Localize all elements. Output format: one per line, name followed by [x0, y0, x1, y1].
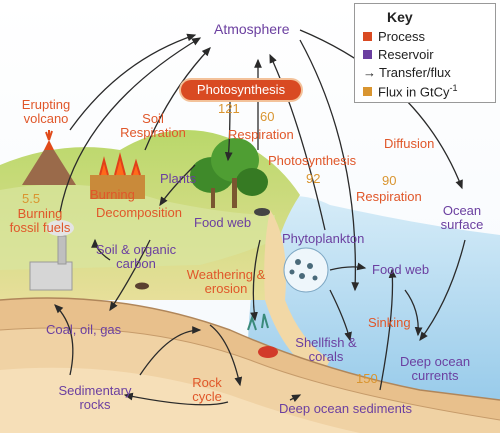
deep-ocean-sediments-label: Deep ocean sediments [279, 401, 412, 416]
key-item-label: Process [378, 29, 425, 44]
atmosphere-label: Atmosphere [214, 21, 290, 37]
soil-carbon-label: Soil & organic carbon [95, 242, 177, 272]
decomposition-label: Decomposition [96, 205, 182, 220]
key-legend: Key Process Reservoir →Transfer/flux Flu… [354, 3, 496, 103]
respiration-ocean-label: Respiration [356, 189, 422, 204]
key-item-reservoir: Reservoir [363, 47, 434, 62]
phytoplankton-label: Phytoplankton [282, 231, 365, 246]
erupting-volcano-label: Erupting volcano [21, 97, 71, 127]
plants-label: Plants [160, 171, 197, 186]
soil-respiration-label: Soil Respiration [120, 111, 186, 141]
ocean-surface-label: Ocean surface [440, 203, 484, 233]
flux-respiration-land: 60 [260, 109, 275, 124]
key-item-process: Process [363, 29, 425, 44]
coal-oil-gas-label: Coal, oil, gas [46, 322, 122, 337]
process-swatch [363, 32, 372, 41]
photosynthesis-badge: Photosynthesis [181, 80, 301, 100]
weathering-erosion-label: Weathering & erosion [186, 267, 266, 297]
reservoir-swatch [363, 50, 372, 59]
deep-ocean-currents-label: Deep ocean currents [399, 354, 471, 384]
flux-swatch [363, 87, 372, 97]
food-web-ocean-label: Food web [372, 262, 430, 277]
flux-photosynthesis-ocean: 92 [306, 171, 321, 186]
arrow-right-icon: → [363, 65, 376, 80]
sedimentary-rocks-label: Sedimentary rocks [58, 383, 132, 413]
burning-label: Burning [90, 187, 135, 202]
flux-photosynthesis-land: 121 [218, 101, 240, 116]
key-item-flux: Flux in GtCy-1 [363, 83, 458, 99]
key-item-transfer: →Transfer/flux [363, 65, 451, 80]
key-item-label: Reservoir [378, 47, 434, 62]
respiration-land-label: Respiration [228, 127, 294, 142]
flux-sediments: 150 [356, 371, 378, 386]
key-item-label: Transfer/flux [379, 65, 451, 80]
key-item-superscript: -1 [449, 83, 458, 93]
rock-cycle-label: Rock cycle [192, 375, 222, 405]
key-title: Key [387, 9, 413, 25]
shellfish-corals-label: Shellfish & corals [295, 335, 357, 365]
flux-respiration-ocean: 90 [382, 173, 397, 188]
flux-fossil-fuels: 5.5 [22, 191, 41, 206]
photosynthesis-ocean-label: Photosynthesis [268, 153, 357, 168]
burning-fossil-fuels-label: Burning fossil fuels [9, 206, 71, 236]
key-item-label: Flux in GtCy [378, 84, 450, 100]
sinking-label: Sinking [368, 315, 411, 330]
food-web-land-label: Food web [194, 215, 252, 230]
diffusion-label: Diffusion [384, 136, 435, 151]
